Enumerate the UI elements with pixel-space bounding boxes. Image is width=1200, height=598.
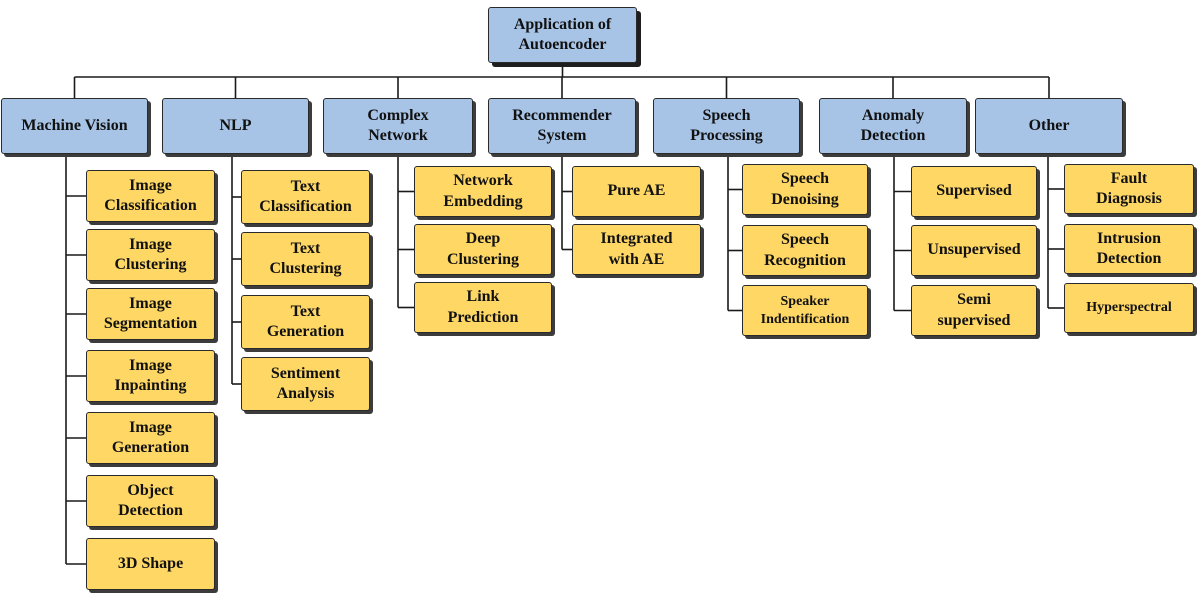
category-anomaly-detection: Anomaly Detection	[819, 98, 967, 154]
leaf-supervised: Supervised	[911, 166, 1037, 217]
leaf-image-inpainting: Image Inpainting	[86, 350, 215, 402]
leaf-fault-diagnosis: Fault Diagnosis	[1064, 164, 1194, 214]
leaf-link-prediction: Link Prediction	[414, 282, 552, 333]
leaf-text-clustering: Text Clustering	[241, 232, 370, 286]
leaf-integrated-with-ae: Integrated with AE	[572, 224, 701, 275]
leaf-deep-clustering: Deep Clustering	[414, 224, 552, 275]
leaf-image-classification: Image Classification	[86, 170, 215, 222]
leaf-speaker-identification: Speaker Indentification	[742, 285, 868, 336]
leaf-text-classification: Text Classification	[241, 170, 370, 224]
leaf-3d-shape: 3D Shape	[86, 538, 215, 590]
leaf-sentiment-analysis: Sentiment Analysis	[241, 357, 370, 411]
leaf-hyperspectral: Hyperspectral	[1064, 283, 1194, 333]
leaf-speech-denoising: Speech Denoising	[742, 164, 868, 215]
leaf-text-generation: Text Generation	[241, 295, 370, 349]
leaf-semi-supervised: Semi supervised	[911, 285, 1037, 336]
leaf-pure-ae: Pure AE	[572, 166, 701, 217]
leaf-object-detection: Object Detection	[86, 475, 215, 527]
category-recommender-system: Recommender System	[488, 98, 636, 154]
leaf-speech-recognition: Speech Recognition	[742, 225, 868, 276]
category-other: Other	[975, 98, 1123, 154]
category-nlp: NLP	[162, 98, 309, 154]
root-node: Application of Autoencoder	[488, 7, 637, 63]
leaf-intrusion-detection: Intrusion Detection	[1064, 224, 1194, 274]
leaf-network-embedding: Network Embedding	[414, 166, 552, 217]
category-complex-network: Complex Network	[323, 98, 473, 154]
category-machine-vision: Machine Vision	[1, 98, 148, 154]
leaf-image-generation: Image Generation	[86, 412, 215, 464]
leaf-image-segmentation: Image Segmentation	[86, 288, 215, 340]
category-speech-processing: Speech Processing	[653, 98, 800, 154]
leaf-image-clustering: Image Clustering	[86, 229, 215, 281]
leaf-unsupervised: Unsupervised	[911, 225, 1037, 276]
